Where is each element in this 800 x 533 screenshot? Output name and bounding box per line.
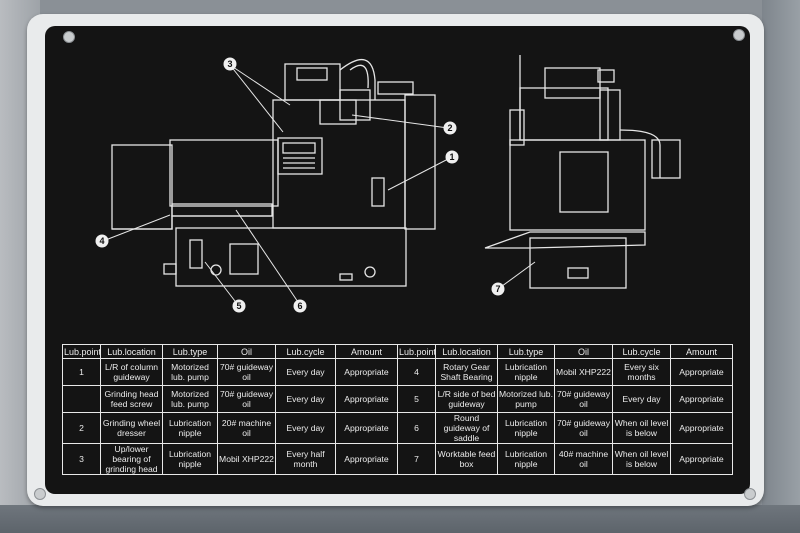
table-cell: Round guideway of saddle: [435, 412, 498, 444]
callout-1: 1: [449, 152, 454, 162]
table-cell: Mobil XHP222: [217, 443, 276, 475]
screw-bottom-right: [744, 488, 756, 500]
screw-bottom-left: [34, 488, 46, 500]
screw-top-left: [63, 31, 75, 43]
table-cell: [62, 385, 101, 413]
table-cell: Up/lower bearing of grinding head: [100, 443, 163, 475]
table-cell: Every six months: [612, 358, 671, 386]
table-cell: Appropriate: [335, 385, 398, 413]
column-header: Lub.type: [162, 344, 218, 359]
table-cell: Motorized lub. pump: [497, 385, 555, 413]
callout-leaders: [102, 64, 536, 306]
table-cell: Every day: [612, 385, 671, 413]
column-header: Lub.cycle: [612, 344, 671, 359]
column-header: Amount: [670, 344, 733, 359]
table-cell: 70# guideway oil: [217, 385, 276, 413]
callout-6: 6: [297, 301, 302, 311]
table-cell: 5: [397, 385, 436, 413]
callout-7: 7: [495, 284, 500, 294]
table-cell: Appropriate: [335, 412, 398, 444]
table-cell: When oil level is below: [612, 412, 671, 444]
table-cell: L/R of column guideway: [100, 358, 163, 386]
table-cell: 70# guideway oil: [217, 358, 276, 386]
table-cell: Grinding head feed screw: [100, 385, 163, 413]
table-cell: Motorized lub. pump: [162, 385, 218, 413]
callout-5: 5: [236, 301, 241, 311]
table-cell: Every half month: [275, 443, 336, 475]
table-cell: When oil level is below: [612, 443, 671, 475]
callout-4: 4: [99, 236, 104, 246]
table-cell: 3: [62, 443, 101, 475]
table-cell: Lubrication nipple: [162, 443, 218, 475]
side-view-machine: [484, 55, 681, 289]
front-view-machine: [111, 59, 436, 287]
column-header: Lub.location: [435, 344, 498, 359]
table-cell: Every day: [275, 412, 336, 444]
table-cell: 40# machine oil: [554, 443, 613, 475]
column-header: Lub.point: [397, 344, 437, 359]
background-machine-base: [0, 505, 800, 533]
table-cell: 6: [397, 412, 436, 444]
table-cell: Appropriate: [670, 412, 733, 444]
table-cell: 4: [397, 358, 436, 386]
table-cell: L/R side of bed guideway: [435, 385, 498, 413]
column-header: Amount: [335, 344, 398, 359]
table-cell: Worktable feed box: [435, 443, 498, 475]
table-cell: 1: [62, 358, 101, 386]
table-cell: Appropriate: [335, 443, 398, 475]
table-cell: 70# guideway oil: [554, 412, 613, 444]
column-header: Lub.point: [62, 344, 102, 359]
table-cell: Motorized lub. pump: [162, 358, 218, 386]
table-cell: Lubrication nipple: [497, 358, 555, 386]
table-cell: 20# machine oil: [217, 412, 276, 444]
callout-3: 3: [227, 59, 232, 69]
screw-top-right: [733, 29, 745, 41]
callout-markers: [95, 57, 505, 313]
table-cell: 7: [397, 443, 436, 475]
column-header: Lub.type: [497, 344, 555, 359]
callout-2: 2: [447, 123, 452, 133]
column-header: Oil: [217, 344, 276, 359]
table-cell: Appropriate: [670, 385, 733, 413]
table-cell: Rotary Gear Shaft Bearing: [435, 358, 498, 386]
table-cell: 2: [62, 412, 101, 444]
table-cell: Lubrication nipple: [497, 443, 555, 475]
column-header: Lub.cycle: [275, 344, 336, 359]
table-cell: Grinding wheel dresser: [100, 412, 163, 444]
table-cell: Mobil XHP222: [554, 358, 613, 386]
table-cell: Appropriate: [670, 358, 733, 386]
table-cell: Lubrication nipple: [497, 412, 555, 444]
table-cell: Every day: [275, 358, 336, 386]
table-cell: Appropriate: [670, 443, 733, 475]
table-cell: Every day: [275, 385, 336, 413]
column-header: Lub.location: [100, 344, 163, 359]
table-cell: Appropriate: [335, 358, 398, 386]
background-machine-side: [762, 0, 800, 533]
table-cell: Lubrication nipple: [162, 412, 218, 444]
column-header: Oil: [554, 344, 613, 359]
table-cell: 70# guideway oil: [554, 385, 613, 413]
